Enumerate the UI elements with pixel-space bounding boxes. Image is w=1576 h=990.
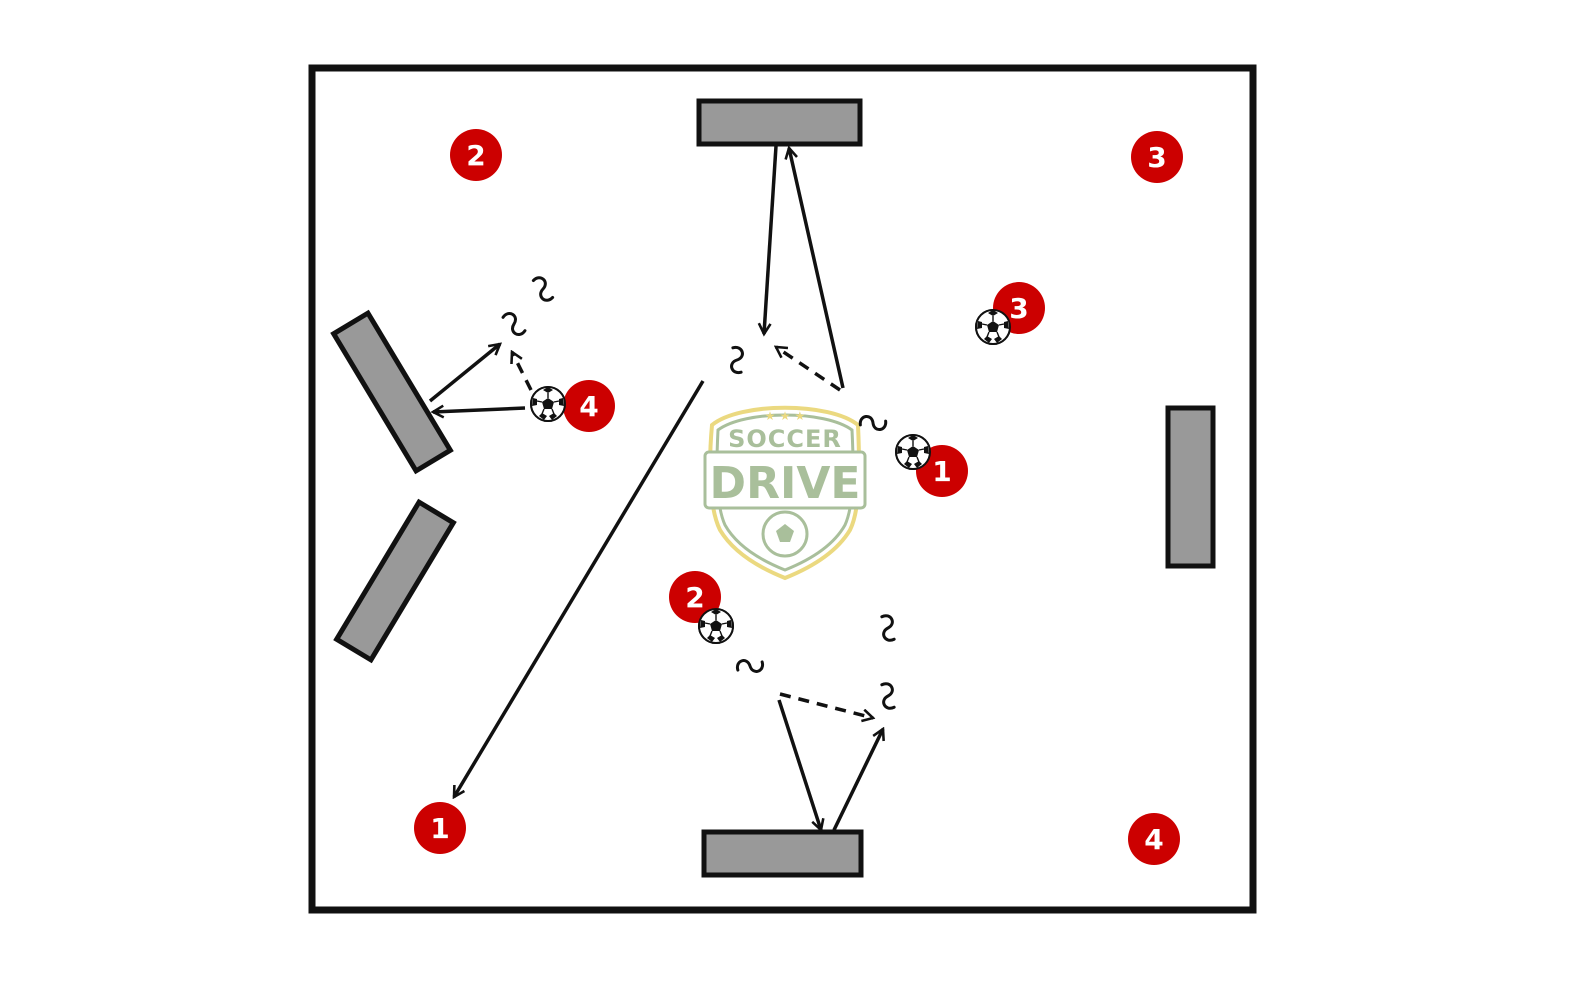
dribble-squiggle-icon (500, 308, 528, 340)
goal-right (1165, 405, 1216, 569)
player-number: 3 (1009, 292, 1028, 325)
pass-arrow (452, 380, 705, 797)
field-border (308, 64, 1257, 914)
player-number: 2 (685, 581, 704, 614)
pass-arrow (433, 408, 526, 412)
pass-arrow (789, 148, 845, 389)
pass-arrow (777, 699, 821, 830)
goal-top (696, 98, 863, 147)
goal-left-upper (330, 309, 454, 475)
soccer-ball-icon (975, 309, 1011, 345)
goal-bottom (701, 829, 864, 878)
player-number: 4 (1144, 823, 1163, 856)
player-corner-3: 3 (1131, 131, 1183, 183)
dribble-squiggle-icon (734, 652, 766, 680)
soccer-ball-icon (530, 386, 566, 422)
dribble-squiggle-icon (857, 408, 889, 438)
goal-left-lower (333, 498, 457, 664)
pass-arrow (764, 145, 778, 334)
watermark-main-text: DRIVE (710, 458, 861, 509)
player-number: 4 (579, 390, 598, 423)
star-icon: ★ ★ ★ (765, 409, 806, 423)
run-lines (512, 347, 873, 718)
player-dribbler-4: 4 (563, 380, 615, 432)
player-corner-4: 4 (1128, 813, 1180, 865)
player-number: 1 (932, 455, 951, 488)
soccer-ball-icon (698, 608, 734, 644)
player-number: 2 (466, 139, 485, 172)
watermark-ball-icon (761, 510, 809, 558)
dribble-squiggle-icon (876, 681, 900, 711)
player-corner-1: 1 (414, 802, 466, 854)
soccer-ball-icon (895, 434, 931, 470)
pass-arrow (832, 729, 883, 831)
pass-lines (428, 145, 883, 831)
run-arrow (779, 692, 873, 718)
watermark-top-text: SOCCER (728, 425, 842, 453)
soccer-drive-watermark: ★ ★ ★ SOCCER DRIVE (703, 405, 867, 581)
run-arrow (776, 347, 841, 392)
dribble-squiggle-icon (876, 613, 900, 643)
run-arrow (512, 352, 533, 391)
pass-arrow (428, 344, 500, 403)
player-corner-2: 2 (450, 129, 502, 181)
player-number: 3 (1147, 141, 1166, 174)
dribble-squiggle-icon (531, 274, 555, 304)
player-number: 1 (430, 812, 449, 845)
dribble-squiggle-icon (723, 344, 751, 376)
